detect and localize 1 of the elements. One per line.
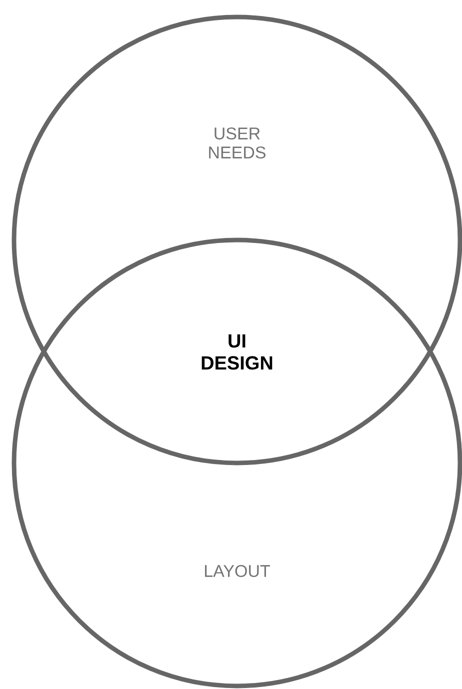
overlap-label: UI DESIGN: [202, 334, 272, 370]
